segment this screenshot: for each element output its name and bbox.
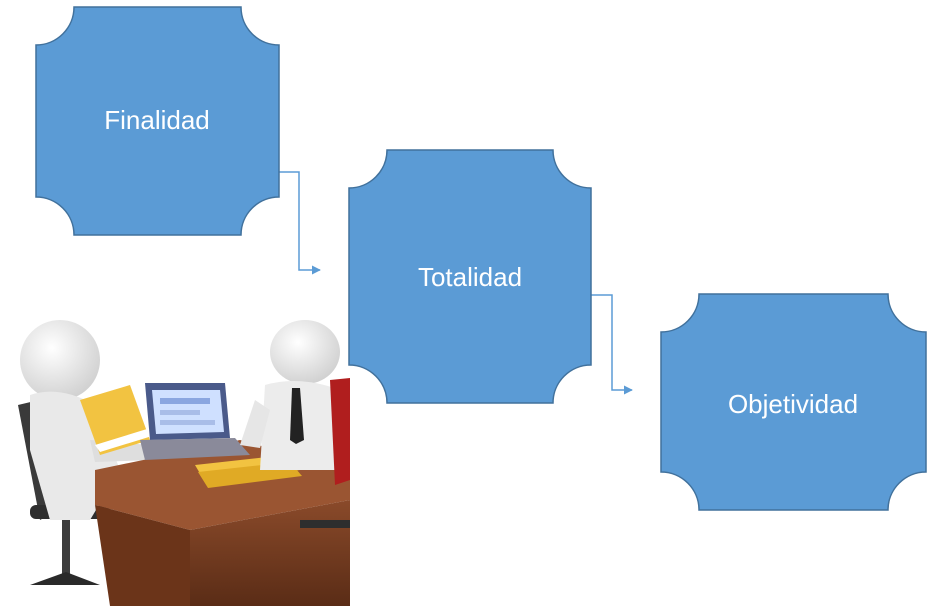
node-label-finalidad: Finalidad <box>104 105 210 135</box>
connectors <box>279 171 633 395</box>
connector-totalidad-objetividad <box>591 294 633 395</box>
node-totalidad: Totalidad <box>348 149 592 404</box>
node-objetividad: Objetividad <box>660 293 927 511</box>
office-meeting-illustration <box>12 318 350 606</box>
node-label-totalidad: Totalidad <box>418 262 522 292</box>
connector-finalidad-totalidad <box>279 171 321 275</box>
node-finalidad: Finalidad <box>35 6 280 236</box>
node-label-objetividad: Objetividad <box>728 389 858 419</box>
